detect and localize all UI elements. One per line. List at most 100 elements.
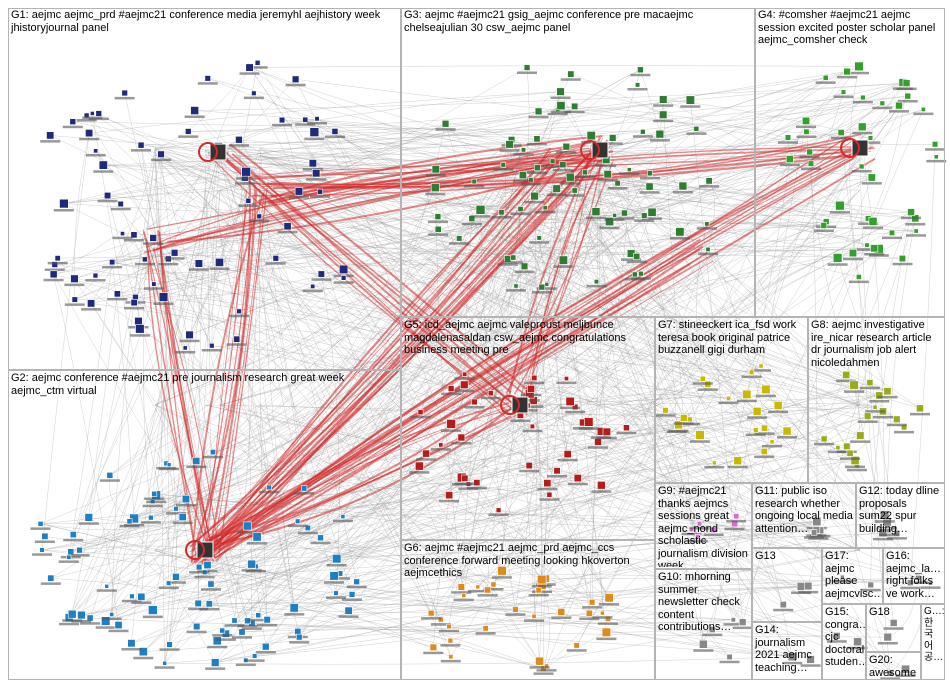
node (278, 116, 286, 124)
node (787, 652, 797, 662)
edge (154, 154, 684, 419)
group-box-g14 (752, 622, 822, 680)
node (565, 172, 575, 182)
edge (89, 91, 561, 134)
node (640, 129, 646, 135)
node-label-mark (153, 302, 174, 305)
edge (737, 391, 888, 461)
node-label-mark (857, 248, 877, 251)
node-label-mark (896, 87, 917, 91)
node (205, 600, 213, 608)
edge (840, 132, 898, 534)
red-edges (143, 133, 876, 566)
edge (316, 172, 861, 241)
edge (823, 149, 861, 226)
node-label-mark (804, 536, 825, 539)
node-label-mark (702, 633, 723, 637)
node-label-mark (505, 613, 526, 616)
node (536, 235, 542, 241)
node-label-mark (203, 455, 223, 459)
edge (50, 135, 206, 151)
node (84, 513, 94, 522)
node (761, 424, 769, 432)
node (498, 209, 505, 216)
node-label-mark (146, 500, 167, 504)
group-label-g18: G18 (869, 606, 890, 618)
edge (254, 378, 703, 657)
edge (199, 453, 568, 568)
node (726, 653, 733, 661)
node (538, 283, 546, 291)
node-label-mark (59, 622, 80, 626)
edge (166, 269, 344, 464)
node-label-mark (257, 624, 278, 627)
edge (461, 411, 758, 478)
node (559, 161, 567, 169)
node (242, 521, 252, 531)
edge (103, 164, 916, 219)
node (542, 205, 548, 211)
node-label-mark (134, 262, 155, 266)
node-label-mark (860, 588, 881, 592)
node (685, 95, 695, 105)
edge (559, 404, 579, 479)
node (261, 642, 270, 651)
node (314, 116, 320, 122)
edge (74, 79, 296, 300)
edge (515, 154, 861, 610)
node-label-mark (537, 487, 558, 491)
edge (348, 530, 890, 611)
edge (533, 195, 537, 617)
node (149, 234, 157, 242)
edge (57, 253, 903, 259)
node (833, 632, 841, 640)
node-label-mark (302, 289, 323, 293)
edge (212, 95, 908, 453)
edge (86, 115, 213, 346)
edge (501, 404, 561, 571)
node-label-mark (843, 257, 863, 261)
group-box-g2 (8, 370, 401, 680)
edge (40, 523, 544, 669)
node-label-mark (159, 648, 180, 651)
edge (88, 517, 169, 584)
node (310, 283, 316, 289)
edge (597, 154, 608, 432)
node-label-mark (777, 436, 797, 439)
node-label-mark (93, 170, 114, 173)
node-label-mark (199, 608, 220, 611)
edge (53, 274, 119, 626)
edge (498, 509, 817, 527)
group-label-g1: G1: aejmc aejmc_prd #aejmc21 conference … (11, 9, 381, 34)
node (475, 205, 486, 215)
edge (63, 154, 221, 204)
edge (538, 237, 568, 455)
edge (342, 513, 735, 524)
edge (757, 407, 868, 417)
node (602, 427, 611, 436)
node (126, 518, 133, 525)
node-label-mark (32, 553, 53, 556)
node (571, 102, 579, 110)
node (209, 342, 215, 349)
group-label-g11: G11: public iso research whether ongoing… (755, 485, 853, 535)
edge (152, 431, 602, 502)
node-label-mark (798, 590, 819, 594)
edge (122, 233, 248, 621)
node-label-mark (129, 334, 150, 337)
edge (563, 253, 632, 261)
node (434, 225, 442, 233)
node (533, 164, 541, 172)
node-label-mark (895, 674, 916, 677)
edge (154, 91, 561, 151)
edge (68, 189, 261, 618)
node (822, 74, 829, 81)
node-label-mark (872, 537, 893, 541)
edge (316, 173, 843, 578)
node-label-mark (201, 588, 221, 591)
node (612, 213, 617, 218)
node-label-mark (653, 119, 674, 123)
edge (44, 536, 535, 617)
node-label-mark (653, 104, 674, 107)
node (417, 409, 424, 416)
